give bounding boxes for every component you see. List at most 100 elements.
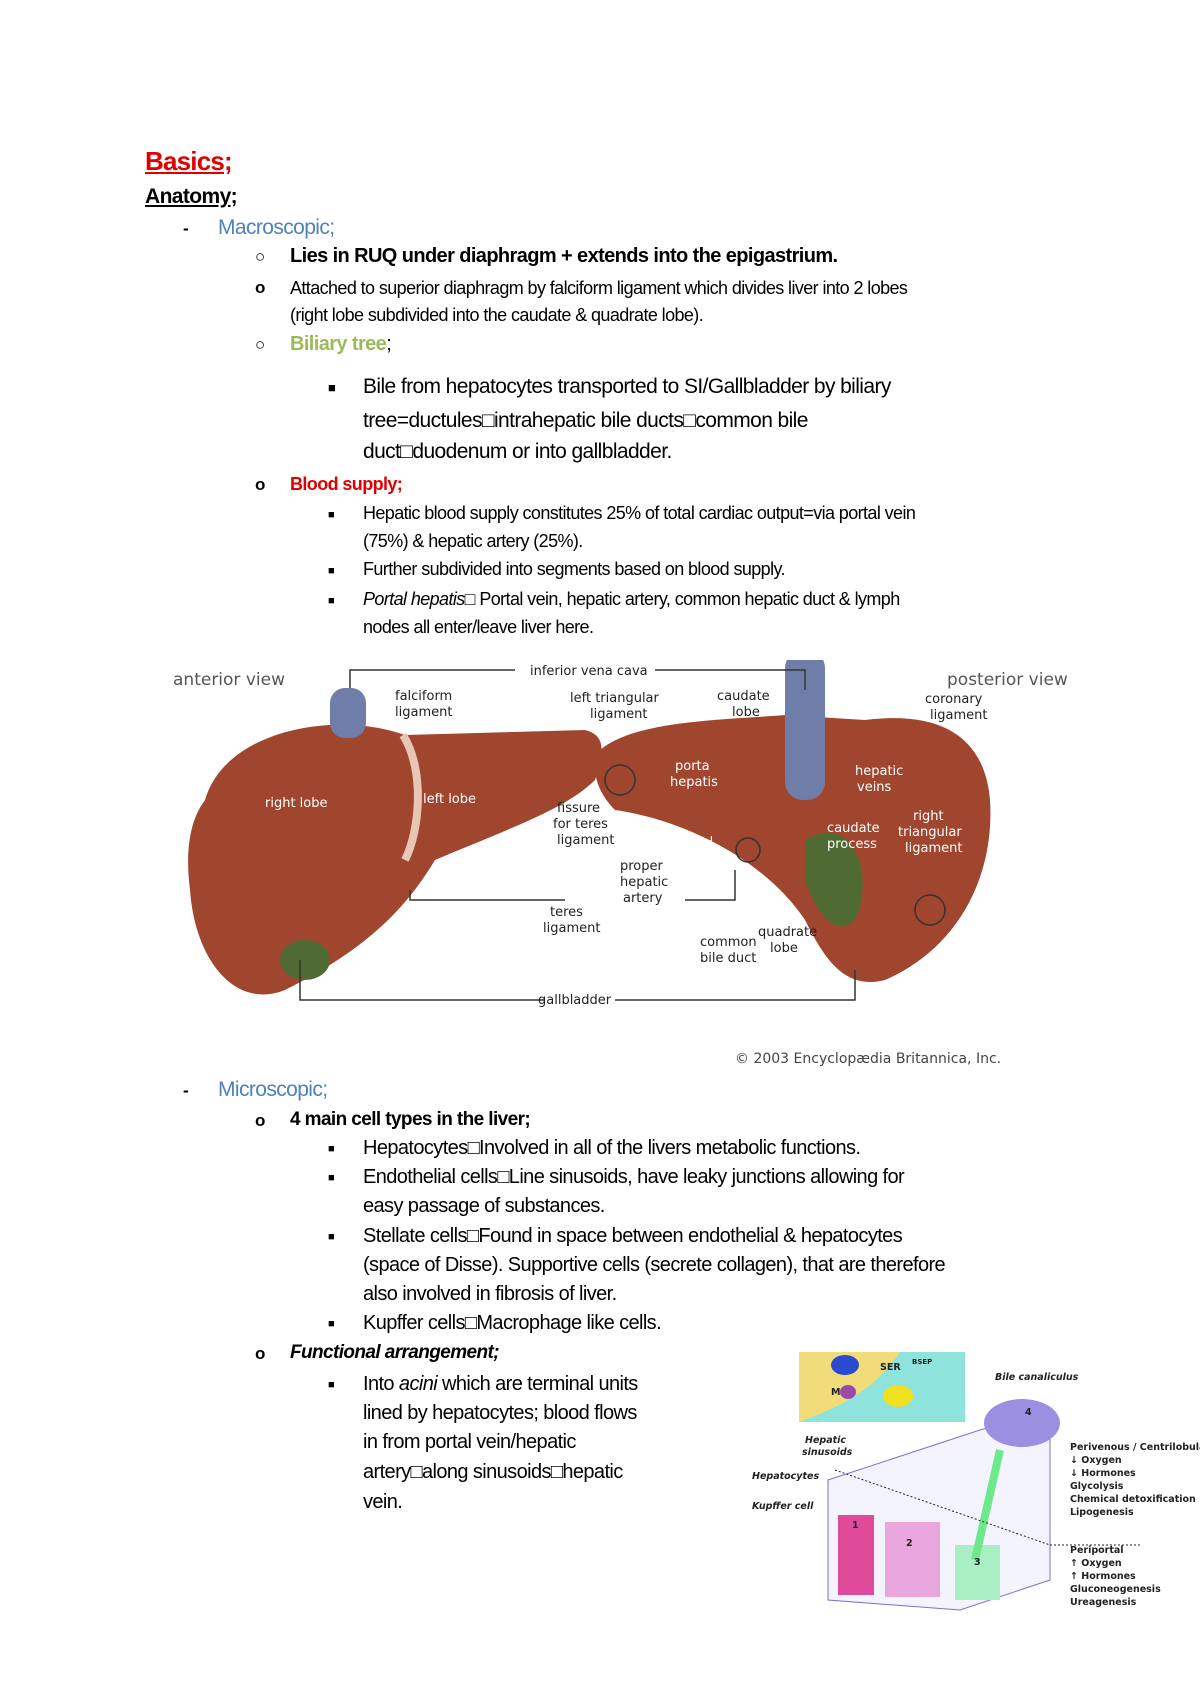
svg-text:left lobe: left lobe <box>423 792 476 807</box>
text-line: nodes all enter/leave liver here. <box>363 617 594 637</box>
blood-supply-title: Blood supply; <box>290 474 403 494</box>
svg-text:fissure: fissure <box>557 801 600 816</box>
circle-bullet: o <box>255 1344 266 1363</box>
svg-text:bile duct: bile duct <box>700 951 756 966</box>
svg-text:vein: vein <box>682 851 710 866</box>
dash-bullet: - <box>183 219 189 238</box>
acinus-diagram: SER BSEP M Bile canaliculus Hepatic sinu… <box>752 1352 1200 1611</box>
subheading: Anatomy; <box>145 185 238 208</box>
microscopic-title: Microscopic; <box>218 1078 328 1101</box>
text-line: Further subdivided into segments based o… <box>363 559 786 579</box>
svg-text:left triangular: left triangular <box>570 691 660 706</box>
text-line: in from portal vein/hepatic <box>363 1431 576 1453</box>
svg-text:↑ Oxygen: ↑ Oxygen <box>1070 1558 1122 1569</box>
square-bullet: ■ <box>328 1231 335 1243</box>
text-line: (space of Disse). Supportive cells (secr… <box>363 1254 946 1276</box>
ivc-shape <box>330 688 366 738</box>
svg-text:caudate: caudate <box>717 689 770 704</box>
svg-text:1: 1 <box>852 1520 859 1531</box>
text-line: Lies in RUQ under diaphragm + extends in… <box>290 245 838 267</box>
macroscopic-title: Macroscopic; <box>218 216 335 239</box>
svg-text:2: 2 <box>906 1538 913 1549</box>
liver-anatomy-figure: anterior view posterior view inferior ve… <box>173 660 1068 1067</box>
svg-text:portal: portal <box>675 835 713 850</box>
square-bullet: ■ <box>328 1318 335 1330</box>
posterior-ivc-shape <box>785 660 825 800</box>
svg-text:right: right <box>913 809 944 824</box>
svg-text:Hepatic: Hepatic <box>805 1435 846 1446</box>
svg-text:ligament: ligament <box>905 841 962 856</box>
square-bullet: ■ <box>328 565 335 577</box>
svg-text:hepatic: hepatic <box>620 875 668 890</box>
svg-text:proper: proper <box>620 859 664 874</box>
svg-text:ligament: ligament <box>930 708 987 723</box>
svg-text:hepatic: hepatic <box>855 764 903 779</box>
svg-text:common: common <box>700 935 757 950</box>
text-line: Endothelial cells□Line sinusoids, have l… <box>363 1166 905 1188</box>
svg-text:lobe: lobe <box>732 705 760 720</box>
svg-text:Periportal: Periportal <box>1070 1545 1124 1556</box>
text-line: (75%) & hepatic artery (25%). <box>363 531 583 551</box>
svg-text:Bile canaliculus: Bile canaliculus <box>995 1372 1079 1383</box>
text-line: lined by hepatocytes; blood flows <box>363 1402 637 1424</box>
svg-text:right lobe: right lobe <box>265 796 328 811</box>
svg-text:Lipogenesis: Lipogenesis <box>1070 1507 1134 1518</box>
svg-text:quadrate: quadrate <box>758 925 817 940</box>
text-line: Into acini which are terminal units <box>363 1373 638 1395</box>
text-line: Hepatic blood supply constitutes 25% of … <box>363 503 916 523</box>
svg-text:ligament: ligament <box>557 833 614 848</box>
svg-text:porta: porta <box>675 759 710 774</box>
text-line: artery□along sinusoids□hepatic <box>363 1461 623 1483</box>
svg-text:ligament: ligament <box>590 707 647 722</box>
svg-text:for teres: for teres <box>553 817 608 832</box>
svg-text:triangular: triangular <box>898 825 962 840</box>
square-bullet: ■ <box>328 595 335 607</box>
svg-text:inferior vena cava: inferior vena cava <box>530 664 648 679</box>
svg-text:sinusoids: sinusoids <box>802 1447 853 1458</box>
anterior-label: anterior view <box>173 670 285 690</box>
svg-text:Kupffer cell: Kupffer cell <box>752 1501 814 1512</box>
svg-text:artery: artery <box>623 891 663 906</box>
svg-text:M: M <box>831 1387 840 1398</box>
posterior-gallbladder-shape <box>805 832 863 927</box>
posterior-label: posterior view <box>947 670 1068 690</box>
cell-types-title: 4 main cell types in the liver; <box>290 1109 531 1130</box>
biliary-title: Biliary tree; <box>290 333 392 355</box>
svg-text:caudate: caudate <box>827 821 880 836</box>
svg-text:Hepatocytes: Hepatocytes <box>752 1471 819 1482</box>
posterior-liver-shape <box>595 715 991 982</box>
svg-text:BSEP: BSEP <box>912 1358 932 1366</box>
heading: Basics; <box>145 146 233 176</box>
svg-text:ligament: ligament <box>543 921 600 936</box>
svg-text:4: 4 <box>1025 1407 1032 1418</box>
square-bullet: ■ <box>328 1143 335 1155</box>
text-line: vein. <box>363 1491 403 1513</box>
gallbladder-shape <box>280 940 330 980</box>
text-line: Hepatocytes□Involved in all of the liver… <box>363 1137 861 1159</box>
text-line: also involved in fibrosis of liver. <box>363 1283 617 1305</box>
svg-text:SER: SER <box>880 1362 901 1373</box>
square-bullet: ■ <box>328 509 335 521</box>
text-line: tree=ductules□intrahepatic bile ducts□co… <box>363 409 808 432</box>
circle-bullet: ○ <box>255 335 266 354</box>
svg-text:Perivenous / Centrilobular: Perivenous / Centrilobular <box>1070 1442 1200 1453</box>
svg-text:↓ Hormones: ↓ Hormones <box>1070 1468 1136 1479</box>
anterior-liver-shape <box>188 724 602 995</box>
svg-text:hepatis: hepatis <box>670 775 718 790</box>
text-line: Bile from hepatocytes transported to SI/… <box>363 375 891 398</box>
svg-text:process: process <box>827 837 877 852</box>
text-line: Attached to superior diaphragm by falcif… <box>290 278 908 298</box>
svg-text:Glycolysis: Glycolysis <box>1070 1481 1124 1492</box>
text-line: Portal hepatis□ Portal vein, hepatic art… <box>363 589 900 609</box>
circle-bullet: o <box>255 278 266 297</box>
svg-text:Chemical detoxification: Chemical detoxification <box>1070 1494 1196 1505</box>
svg-text:teres: teres <box>550 905 583 920</box>
svg-text:coronary: coronary <box>925 692 983 707</box>
square-bullet: ■ <box>328 1379 335 1391</box>
dash-bullet: - <box>183 1081 189 1100</box>
svg-text:© 2003 Encyclopædia Britannica: © 2003 Encyclopædia Britannica, Inc. <box>735 1051 1001 1067</box>
svg-text:Ureagenesis: Ureagenesis <box>1070 1597 1137 1608</box>
text-line: easy passage of substances. <box>363 1195 605 1217</box>
text-line: Kupffer cells□Macrophage like cells. <box>363 1312 662 1334</box>
square-bullet: ■ <box>328 1172 335 1184</box>
